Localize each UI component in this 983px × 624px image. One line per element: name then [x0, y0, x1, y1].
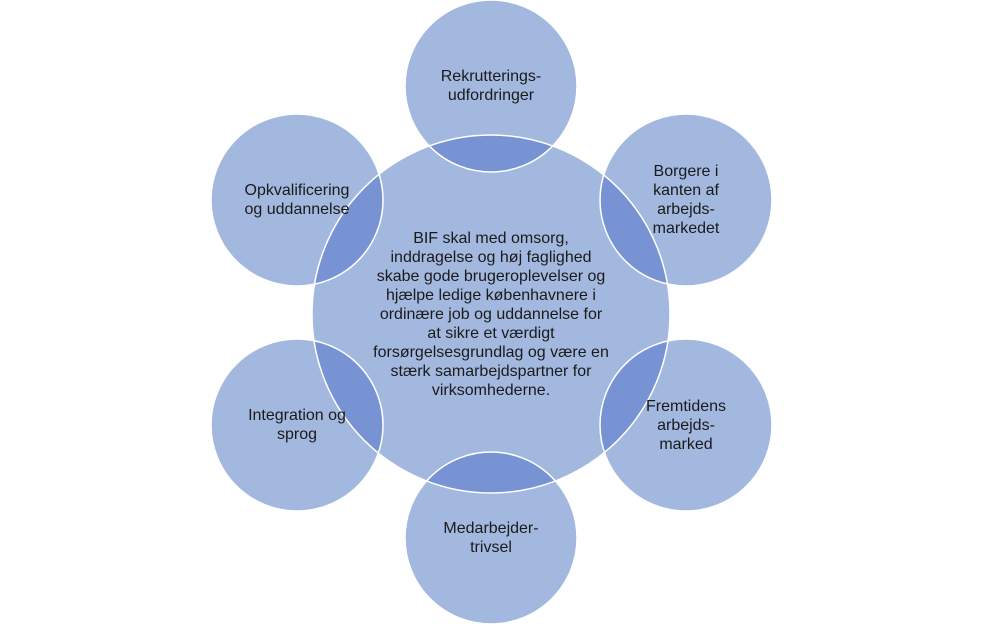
node-label-medarbejder: Medarbejder- trivsel [443, 520, 539, 556]
outline-borgere [599, 113, 773, 287]
outline-opkvalificering [210, 113, 384, 287]
outline-fremtidens [599, 338, 773, 512]
node-label-rekruttering: Rekrutterings- udfordringer [440, 68, 542, 104]
node-label-opkvalificering: Opkvalificering og uddannelse [244, 182, 350, 218]
node-circle-medarbejder [405, 452, 577, 624]
node-label-integration: Integration og sprog [248, 407, 346, 443]
outline-rekruttering [404, 0, 578, 173]
node-label-borgere: Borgere i kanten af arbejds- markedet [652, 163, 720, 237]
outline-layer [210, 0, 773, 624]
node-label-fremtidens: Fremtidens arbejds- marked [645, 397, 727, 453]
outline-medarbejder [404, 451, 578, 624]
center-statement: BIF skal med omsorg, inddragelse og høj … [373, 229, 609, 399]
center-outline [311, 134, 671, 494]
outline-integration [210, 338, 384, 512]
node-circle-rekruttering [405, 0, 577, 172]
center-circle [312, 135, 670, 493]
